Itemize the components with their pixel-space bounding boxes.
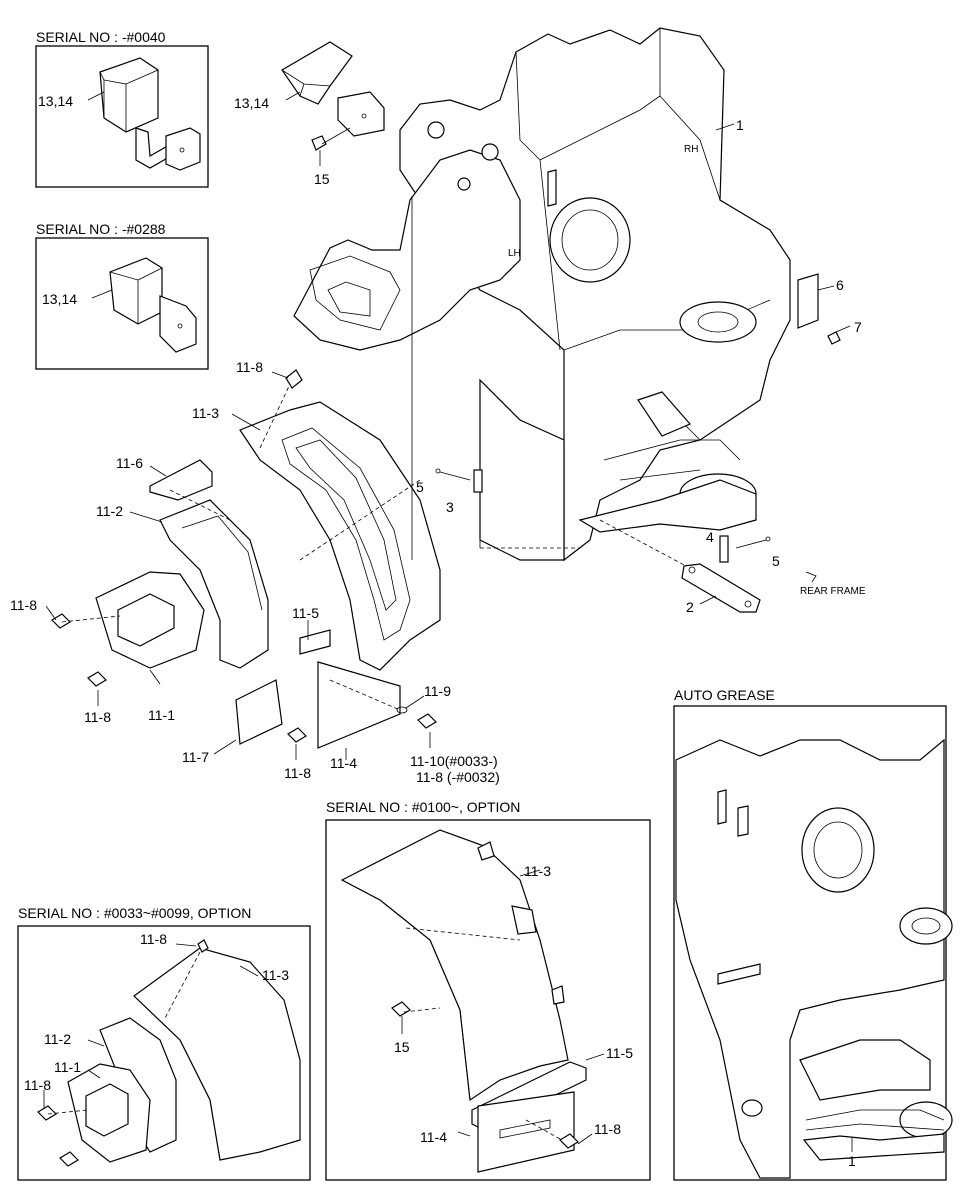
mark-rear-frame: REAR FRAME [800,586,866,597]
label-11-8-b: 11-8 [10,597,37,613]
inset-title-serial-0040: SERIAL NO : -#0040 [36,29,166,45]
label-s100-11-3: 11-3 [524,863,551,879]
front-frame: RH LH 1 6 7 [293,27,862,562]
cover-13-14: 13,14 15 [234,41,385,187]
label-11-6: 11-6 [116,455,143,471]
fender-assembly: 11-8 11-3 11-6 11-2 11-8 11-8 11-1 11-5 … [10,196,500,785]
label-2: 2 [686,599,694,615]
label-11-4: 11-4 [330,755,357,771]
inset-title-auto-grease: AUTO GREASE [674,687,775,703]
label-s100-15: 15 [394,1039,410,1055]
label-4: 4 [706,529,714,545]
label-11-8-a: 11-8 [236,359,263,375]
mark-lh: LH [508,248,521,259]
label-s100-11-4: 11-4 [420,1129,447,1145]
label-11-8-e: 11-8 (-#0032) [416,769,500,785]
label-11-10: 11-10(#0033-) [410,753,498,769]
label-5-a: 5 [416,479,424,495]
inset-serial-0033: SERIAL NO : #0033~#0099, OPTION 11-8 11-… [17,905,311,1181]
label-11-8-c: 11-8 [84,709,111,725]
label-s33-11-3: 11-3 [262,967,289,983]
label-13-14-a: 13,14 [38,93,73,109]
label-s33-11-1: 11-1 [54,1059,81,1075]
label-11-2: 11-2 [96,503,123,519]
inset-serial-0288: SERIAL NO : -#0288 13,14 [35,221,209,370]
label-13-14-b: 13,14 [234,95,269,111]
label-6: 6 [836,277,844,293]
label-s100-11-8: 11-8 [594,1121,621,1137]
label-s100-11-5: 11-5 [606,1045,633,1061]
label-11-1: 11-1 [148,707,175,723]
label-5-b: 5 [772,553,780,569]
label-13-14-c: 13,14 [42,291,77,307]
label-s33-11-8-b: 11-8 [24,1077,51,1093]
label-11-7: 11-7 [182,749,209,765]
inset-serial-0100: SERIAL NO : #0100~, OPTION 11-3 15 11-5 … [325,799,651,1181]
label-3: 3 [446,499,454,515]
label-11-9: 11-9 [424,683,451,699]
inset-serial-0040: SERIAL NO : -#0040 13,14 [35,29,209,188]
label-1: 1 [736,117,744,133]
inset-title-serial-0100: SERIAL NO : #0100~, OPTION [326,799,520,815]
pin-and-link: 5 3 4 5 2 REAR FRAME [416,468,866,615]
inset-title-serial-0288: SERIAL NO : -#0288 [36,221,166,237]
inset-auto-grease: AUTO GREASE 1 [673,687,953,1181]
label-ag-1: 1 [848,1153,856,1169]
label-s33-11-8-a: 11-8 [140,931,167,947]
label-s33-11-2: 11-2 [44,1031,71,1047]
label-11-3: 11-3 [192,405,219,421]
label-15-a: 15 [314,171,330,187]
label-11-8-d: 11-8 [284,765,311,781]
label-7: 7 [854,319,862,335]
label-11-5: 11-5 [292,605,319,621]
inset-title-serial-0033: SERIAL NO : #0033~#0099, OPTION [18,905,251,921]
mark-rh: RH [684,144,698,155]
